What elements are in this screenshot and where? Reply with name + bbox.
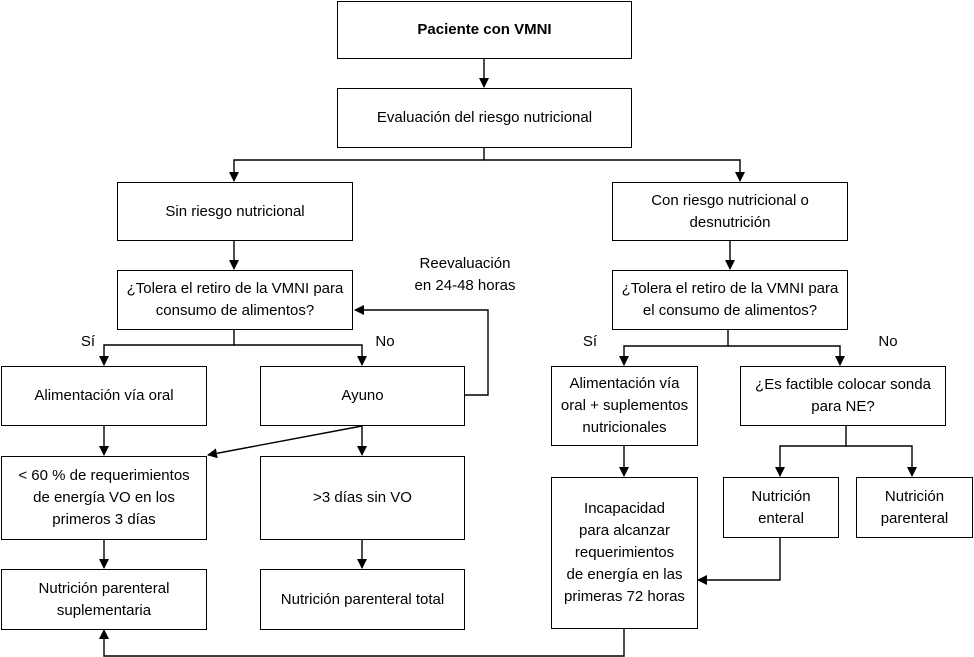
node-no-risk: Sin riesgo nutricional: [117, 182, 353, 241]
connector: [354, 305, 489, 396]
node-tolerate-left: ¿Tolera el retiro de la VMNI para consum…: [117, 270, 353, 330]
connector: [728, 345, 845, 366]
node-over-3-days: >3 días sin VO: [260, 456, 465, 540]
node-total-pn: Nutrición parenteral total: [260, 569, 465, 630]
node-ne-feasible: ¿Es factible colocar sonda para NE?: [740, 366, 946, 426]
connector: [229, 148, 485, 182]
connector: [619, 330, 729, 366]
node-enteral: Nutrición enteral: [723, 477, 839, 538]
connector: [775, 426, 847, 477]
connector: [99, 330, 235, 366]
connector: [484, 159, 745, 182]
yes-label-right: Sí: [582, 333, 598, 350]
node-parenteral: Nutrición parenteral: [856, 477, 973, 538]
node-risk-assessment: Evaluación del riesgo nutricional: [337, 88, 632, 148]
connector: [846, 445, 917, 477]
node-with-risk: Con riesgo nutricional o desnutrición: [612, 182, 848, 241]
node-supplementary-pn: Nutrición parenteral suplementaria: [1, 569, 207, 630]
no-label-right: No: [878, 333, 898, 350]
node-under-60: < 60 % de requerimientos de energía VO e…: [1, 456, 207, 540]
reevaluation-label: Reevaluación en 24-48 horas: [414, 255, 516, 294]
node-inability: Incapacidad para alcanzar requerimientos…: [551, 477, 698, 629]
node-fasting: Ayuno: [260, 366, 465, 426]
connector: [207, 425, 363, 459]
node-tolerate-right: ¿Tolera el retiro de la VMNI para el con…: [612, 270, 848, 330]
node-oral-supplements: Alimentación vía oral + suplementos nutr…: [551, 366, 698, 446]
node-oral-feeding: Alimentación vía oral: [1, 366, 207, 426]
connector: [99, 629, 625, 657]
node-start: Paciente con VMNI: [337, 1, 632, 59]
connector: [234, 344, 367, 366]
no-label-left: No: [375, 333, 395, 350]
connector: [697, 538, 781, 585]
yes-label-left: Sí: [80, 333, 96, 350]
